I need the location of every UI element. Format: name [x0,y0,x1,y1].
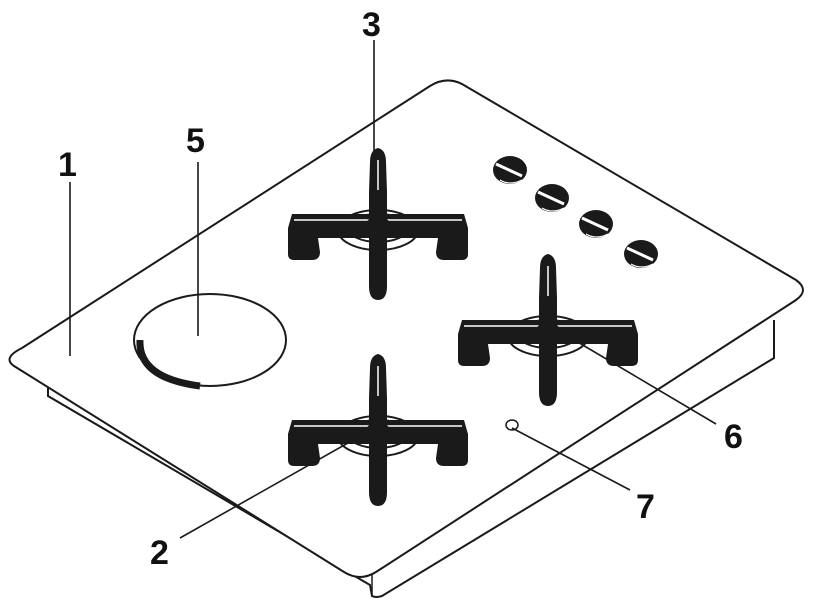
leader-2 [179,425,379,539]
leader-lines [69,40,717,539]
callout-7: 7 [636,488,655,526]
cooktop-surface [8,79,804,578]
control-knob-1 [491,154,529,186]
callout-2: 2 [150,534,169,572]
control-knob-3 [577,208,615,240]
control-knob-2 [533,182,571,214]
control-knob-4 [622,238,660,270]
electric-hotplate [133,293,287,390]
callout-5: 5 [186,122,205,160]
callout-6: 6 [724,418,743,456]
leader-6 [553,327,717,425]
leader-7 [511,427,631,491]
callout-3: 3 [362,6,381,44]
callout-1: 1 [58,146,77,184]
ignition-hole [505,419,519,431]
